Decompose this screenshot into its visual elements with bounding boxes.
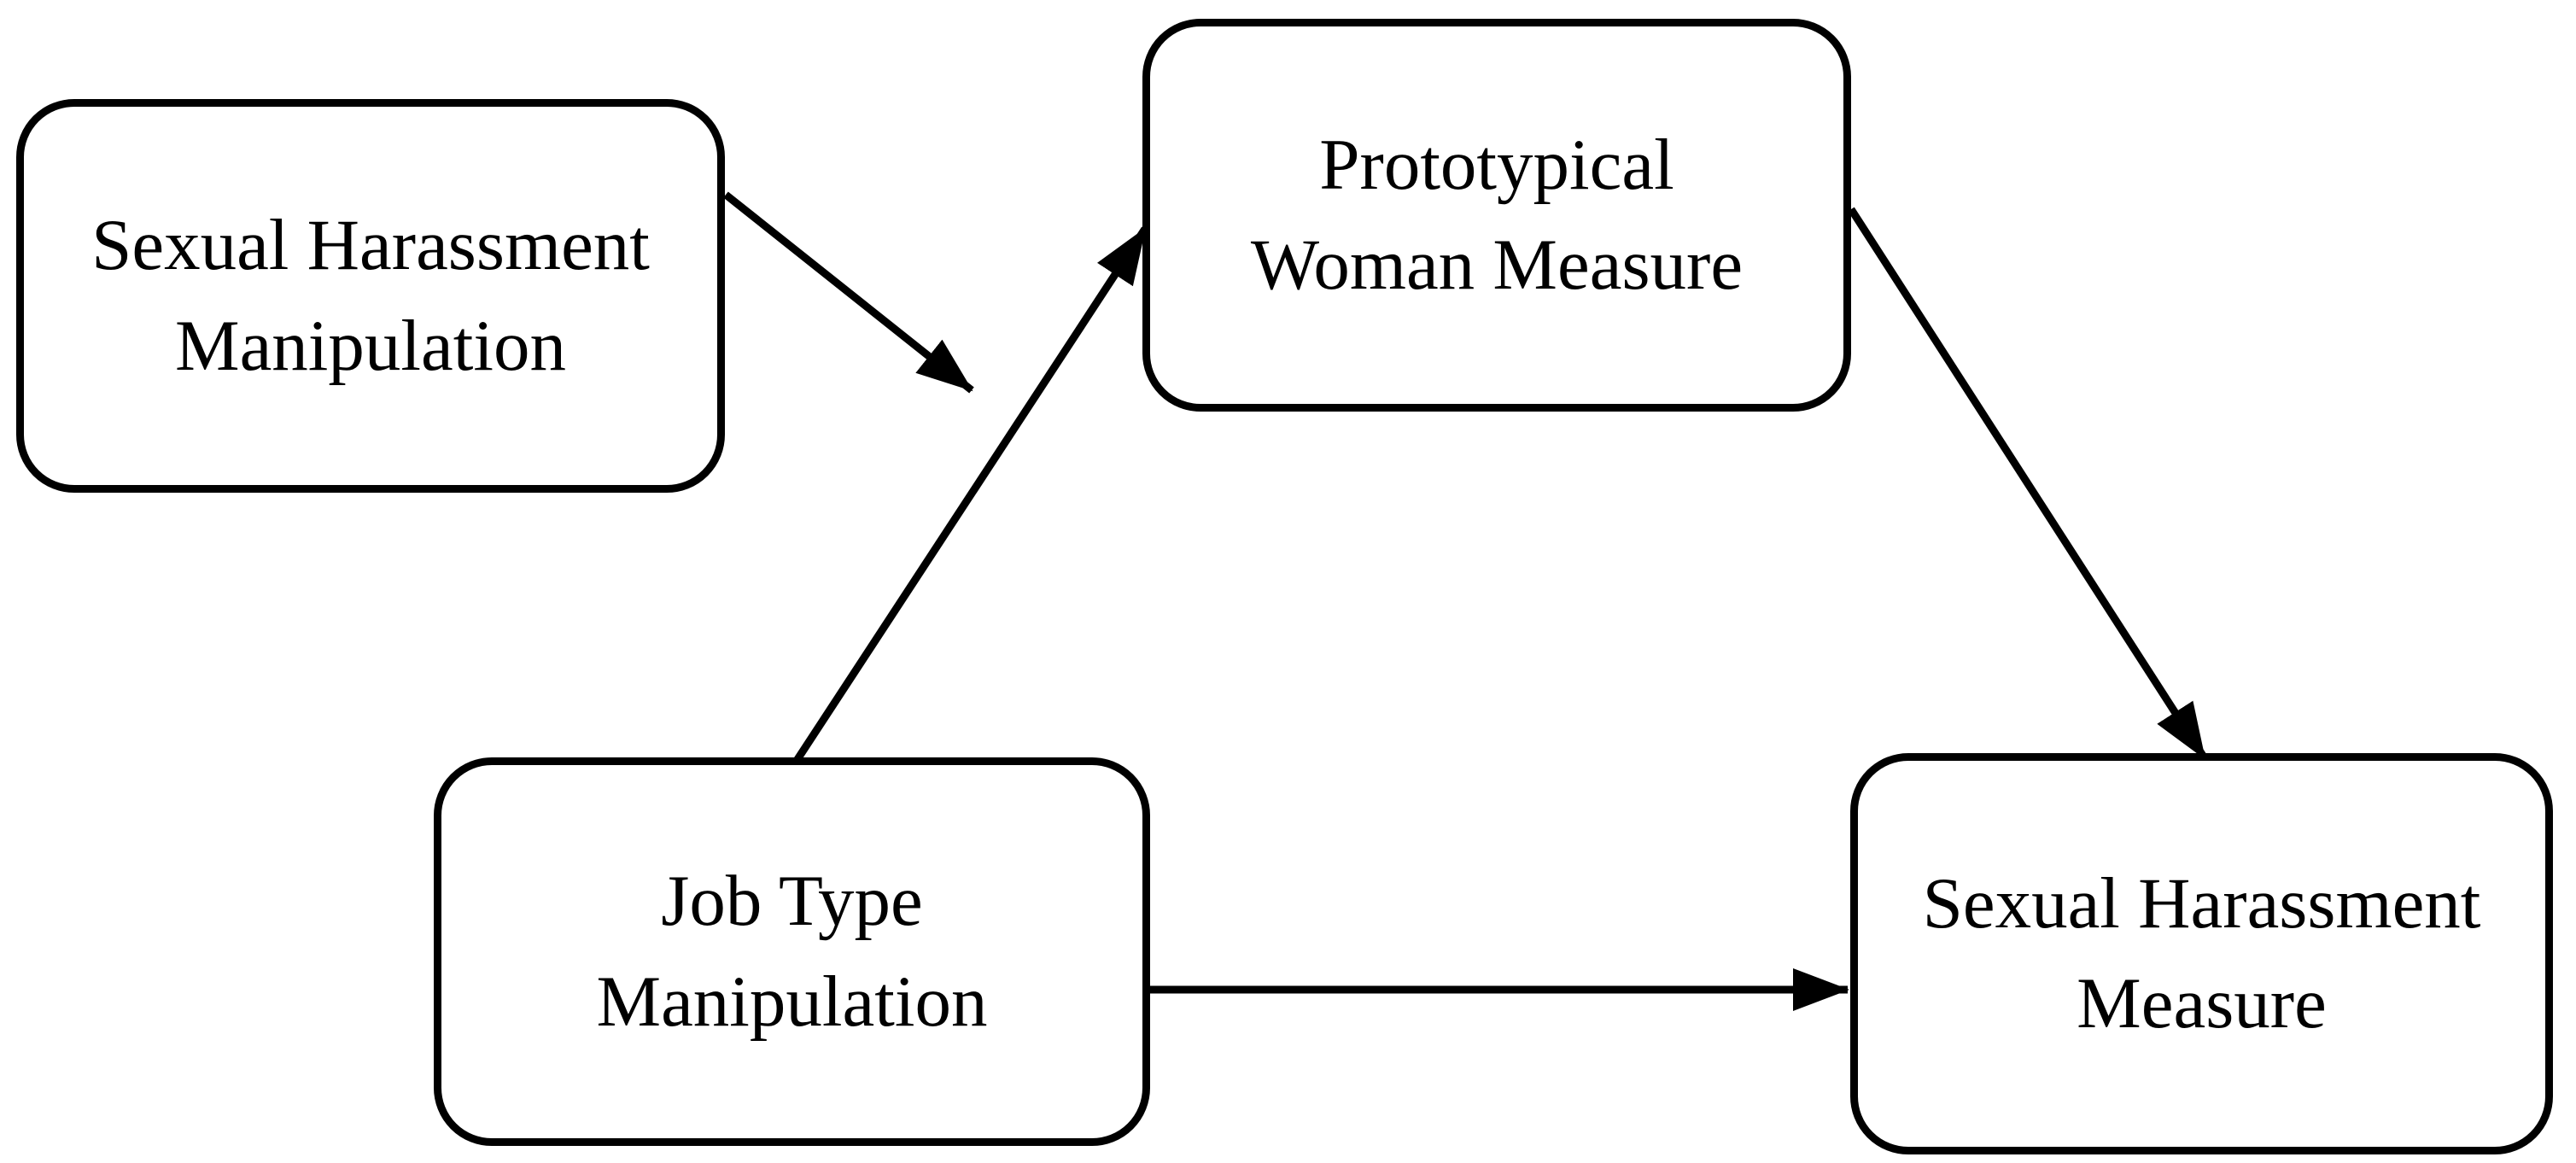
edge-pwm-to-shm-measure-arrow xyxy=(1848,207,2208,761)
node-sexual-harassment-measure-label: Sexual Harassment Measure xyxy=(1922,862,2481,1043)
edge-shm-manipulation-diagonal-arrow xyxy=(723,191,974,394)
node-prototypical-woman-measure: Prototypical Woman Measure xyxy=(1142,19,1851,412)
edge-jtm-to-pwm-arrow xyxy=(786,226,1148,774)
node-prototypical-woman-measure-label: Prototypical Woman Measure xyxy=(1250,124,1744,305)
node-job-type-manipulation-label: Job Type Manipulation xyxy=(596,861,988,1042)
node-sexual-harassment-manipulation-label: Sexual Harassment Manipulation xyxy=(91,205,650,386)
node-sexual-harassment-measure: Sexual Harassment Measure xyxy=(1850,753,2553,1154)
node-job-type-manipulation: Job Type Manipulation xyxy=(434,757,1150,1146)
node-sexual-harassment-manipulation: Sexual Harassment Manipulation xyxy=(16,99,725,493)
